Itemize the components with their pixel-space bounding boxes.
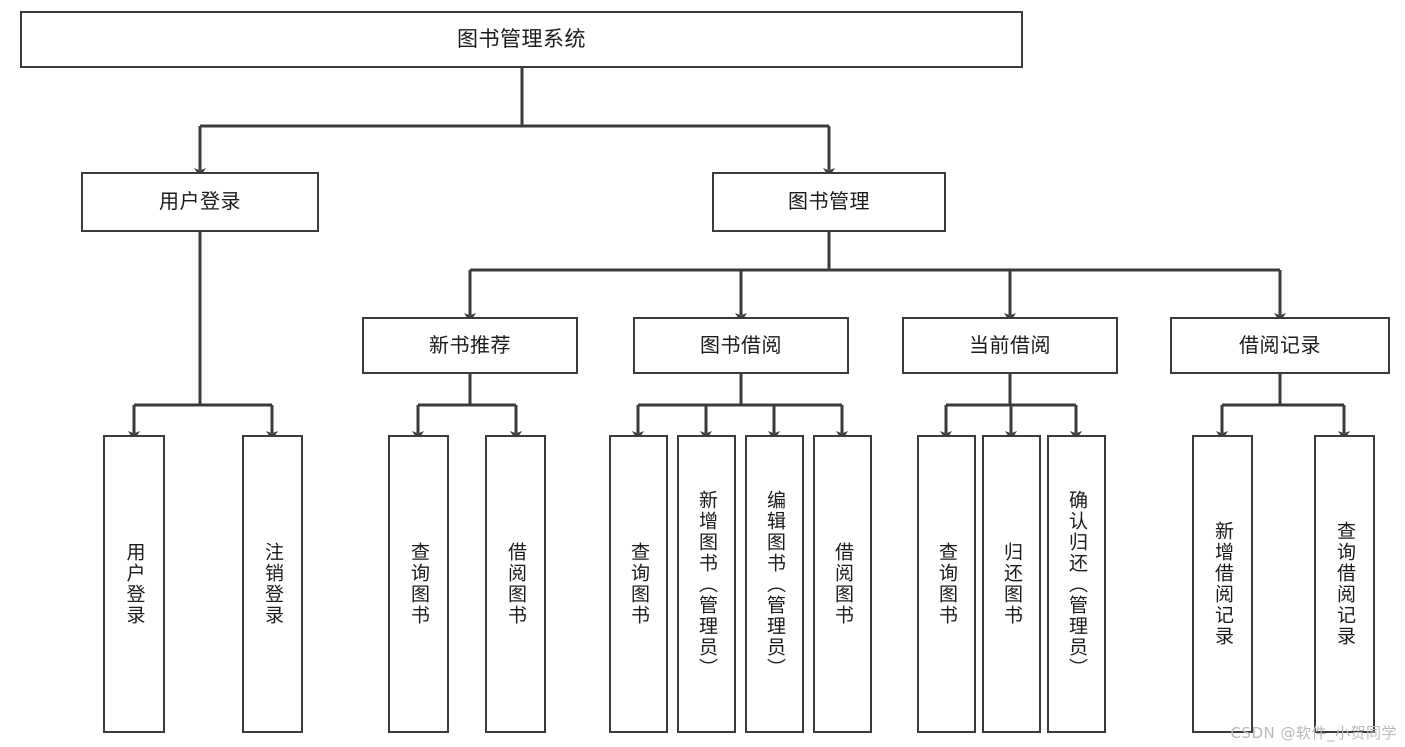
csdn-watermark: CSDN @软件_小贺同学: [1230, 724, 1397, 742]
node-root: 图书管理系统: [20, 11, 1023, 68]
node-label-leaf-logout: 注销登录: [261, 542, 284, 626]
node-label-leaf-add-book: 新增图书（管理员）: [695, 489, 718, 679]
node-label-leaf-borrow-book-2: 借阅图书: [831, 542, 854, 626]
node-leaf-borrow-book-1: 借阅图书: [485, 435, 546, 733]
node-book-mgmt: 图书管理: [712, 172, 946, 232]
node-leaf-user-login: 用户登录: [103, 435, 165, 733]
node-label-leaf-confirm-return: 确认归还（管理员）: [1065, 489, 1088, 679]
node-leaf-query-record: 查询借阅记录: [1314, 435, 1375, 733]
node-label-leaf-user-login: 用户登录: [123, 542, 146, 626]
node-leaf-query-book-1: 查询图书: [388, 435, 449, 733]
node-label-leaf-query-record: 查询借阅记录: [1333, 521, 1356, 647]
node-current-borrow: 当前借阅: [902, 317, 1118, 374]
node-user-login: 用户登录: [81, 172, 319, 232]
node-label-book-borrow: 图书借阅: [700, 332, 782, 357]
node-label-current-borrow: 当前借阅: [969, 332, 1051, 357]
node-label-borrow-record: 借阅记录: [1239, 332, 1321, 357]
node-label-leaf-query-book-2: 查询图书: [627, 542, 650, 626]
node-leaf-add-book: 新增图书（管理员）: [677, 435, 736, 733]
node-leaf-return-book: 归还图书: [982, 435, 1041, 733]
node-leaf-query-book-2: 查询图书: [609, 435, 668, 733]
node-book-borrow: 图书借阅: [633, 317, 849, 374]
node-label-leaf-query-book-3: 查询图书: [935, 542, 958, 626]
node-label-leaf-query-book-1: 查询图书: [407, 542, 430, 626]
node-leaf-logout: 注销登录: [242, 435, 303, 733]
node-leaf-confirm-return: 确认归还（管理员）: [1047, 435, 1106, 733]
connector-group: [128, 68, 1350, 440]
node-leaf-borrow-book-2: 借阅图书: [813, 435, 872, 733]
node-leaf-edit-book: 编辑图书（管理员）: [745, 435, 804, 733]
node-label-leaf-add-record: 新增借阅记录: [1211, 521, 1234, 647]
node-borrow-record: 借阅记录: [1170, 317, 1390, 374]
node-label-leaf-edit-book: 编辑图书（管理员）: [763, 489, 786, 679]
node-label-user-login: 用户登录: [159, 189, 241, 214]
node-new-book-rec: 新书推荐: [362, 317, 578, 374]
node-label-leaf-return-book: 归还图书: [1000, 542, 1023, 626]
node-label-leaf-borrow-book-1: 借阅图书: [504, 542, 527, 626]
node-label-book-mgmt: 图书管理: [788, 189, 870, 214]
node-leaf-add-record: 新增借阅记录: [1192, 435, 1253, 733]
node-label-new-book-rec: 新书推荐: [429, 332, 511, 357]
node-label-root: 图书管理系统: [457, 27, 586, 52]
node-leaf-query-book-3: 查询图书: [917, 435, 976, 733]
